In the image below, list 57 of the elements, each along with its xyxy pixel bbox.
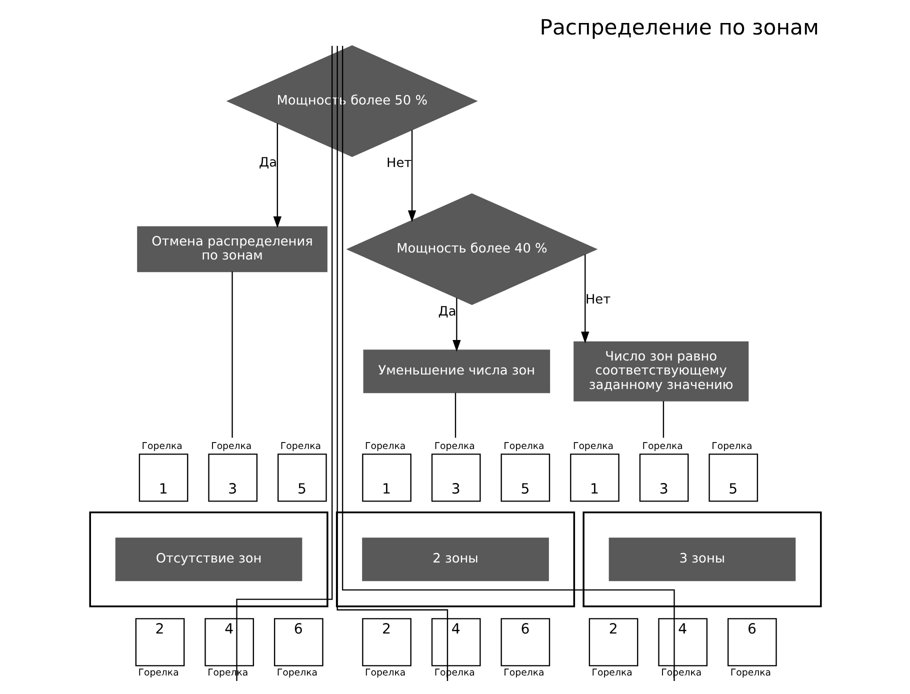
node-label: Горелка — [210, 440, 252, 452]
connector — [454, 392, 456, 438]
node-box: 5 — [708, 454, 758, 502]
node-diamond: Мощность более 50 % — [226, 45, 478, 158]
node-box: 3 — [430, 454, 480, 502]
arrow — [272, 123, 282, 228]
edge-label: Да — [258, 155, 277, 170]
node-box: 2 — [588, 618, 638, 666]
edge-label: Да — [438, 304, 456, 320]
node-box: 4 — [658, 618, 708, 666]
node-label: Горелка — [730, 668, 771, 679]
node-box: Отмена распределения по зонам — [136, 226, 327, 272]
node-label: Горелка — [711, 440, 752, 452]
node-label: Горелка — [280, 440, 321, 452]
node-box: 2 — [134, 618, 184, 666]
node-box: 6 — [727, 618, 776, 666]
node-label: Горелка — [503, 668, 544, 679]
node-box: 3 зоны — [608, 538, 796, 582]
cluster — [88, 512, 328, 608]
node-label: Горелка — [434, 440, 474, 452]
cluster — [335, 512, 575, 608]
node-box: 2 зоны — [362, 538, 548, 582]
node-label: Горелка — [138, 668, 178, 679]
node-label: Горелка — [642, 440, 682, 452]
node-label: Горелка — [141, 440, 182, 452]
edge-label: Нет — [386, 156, 412, 171]
node-box: 1 — [570, 454, 619, 502]
node-label: Горелка — [572, 440, 614, 452]
connector — [662, 401, 664, 438]
connector — [236, 46, 332, 681]
node-box: 4 — [204, 618, 254, 666]
arrow — [407, 130, 416, 222]
node-label: Горелка — [364, 440, 406, 452]
node-box: Отсутствие зон — [114, 538, 302, 582]
node-box: 5 — [277, 454, 326, 502]
node-box: 1 — [138, 454, 188, 502]
cluster — [582, 512, 822, 608]
node-box: 3 — [208, 454, 258, 502]
node-box: 6 — [273, 618, 323, 666]
node-label: Горелка — [364, 668, 406, 679]
node-box: 5 — [500, 454, 550, 502]
node-box: 3 — [638, 454, 688, 502]
node-box: 6 — [500, 618, 550, 666]
node-box: 2 — [362, 618, 411, 666]
connector — [336, 46, 448, 681]
node-label: Горелка — [276, 668, 317, 679]
node-box: Уменьшение числа зон — [362, 350, 550, 394]
diagram-title: Распределение по зонам — [539, 14, 818, 40]
node-box: 1 — [362, 454, 411, 502]
arrow — [452, 298, 460, 352]
node-label: Горелка — [591, 668, 632, 679]
node-box: Число зон равно соответствующему заданному значению — [573, 341, 748, 402]
connector — [231, 272, 232, 438]
node-box: 4 — [430, 618, 480, 666]
arrow — [580, 254, 589, 344]
node-label: Горелка — [503, 440, 544, 452]
connector — [341, 46, 674, 681]
